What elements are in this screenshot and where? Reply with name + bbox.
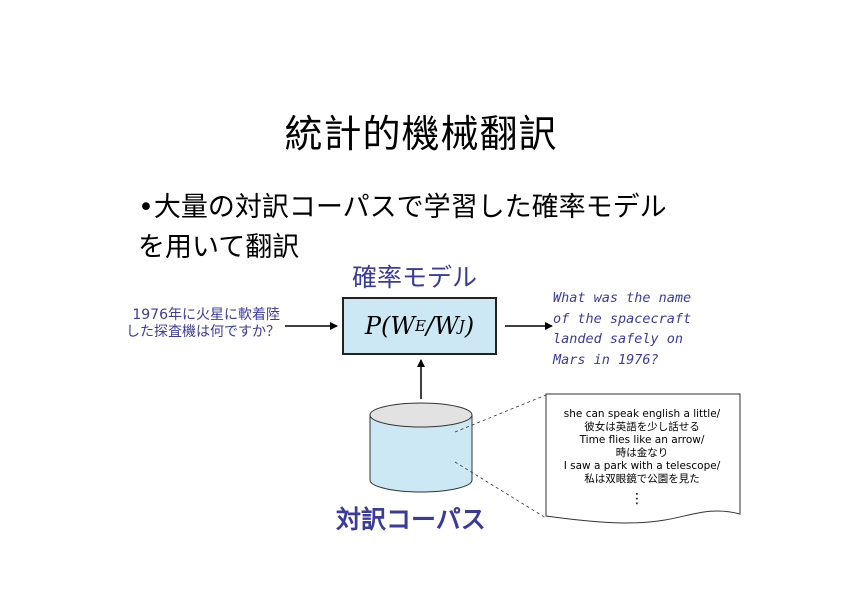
corpus-pairs: she can speak english a little/ 彼女は英語を少し… bbox=[549, 408, 735, 486]
corpus-pair-line: Time flies like an arrow/ bbox=[579, 434, 705, 446]
slide-title: 統計的機械翻訳 bbox=[284, 112, 558, 156]
corpus-pair-line: 時は金なり bbox=[615, 447, 669, 459]
corpus-document-shape bbox=[545, 393, 741, 524]
formula-sub-e: E bbox=[415, 317, 426, 335]
input-sentence: 1976年に火星に軟着陸 した探査機は何ですか？ bbox=[92, 307, 280, 341]
callout-line-top bbox=[454, 394, 547, 433]
corpus-pair-line: she can speak english a little/ bbox=[563, 408, 721, 420]
corpus-pair-line: I saw a park with a telescope/ bbox=[563, 460, 721, 472]
input-line-1: 1976年に火星に軟着陸 bbox=[132, 307, 280, 323]
corpus-label: 対訳コーパス bbox=[336, 505, 486, 534]
output-sentence: What was the name of the spacecraft land… bbox=[553, 290, 692, 368]
formula-slash: /W bbox=[425, 312, 459, 340]
corpus-pair-line: 彼女は英語を少し話せる bbox=[584, 421, 700, 433]
bullet-line-2: を用いて翻訳 bbox=[138, 232, 300, 263]
bullet-line-1: •大量の対訳コーパスで学習した確率モデル bbox=[138, 192, 667, 223]
corpus-pair-line: 私は双眼鏡で公園を見た bbox=[584, 473, 700, 485]
input-line-2: した探査機は何ですか？ bbox=[126, 324, 280, 340]
ellipsis-icon: ⋮ bbox=[630, 491, 644, 507]
formula-sub-j: J bbox=[458, 317, 465, 335]
formula-close: ) bbox=[464, 312, 475, 340]
bullet-text: •大量の対訳コーパスで学習した確率モデル を用いて翻訳 bbox=[138, 188, 738, 268]
corpus-cylinder-icon bbox=[369, 402, 473, 493]
model-label: 確率モデル bbox=[352, 263, 478, 292]
formula-prefix: P(W bbox=[364, 312, 416, 340]
